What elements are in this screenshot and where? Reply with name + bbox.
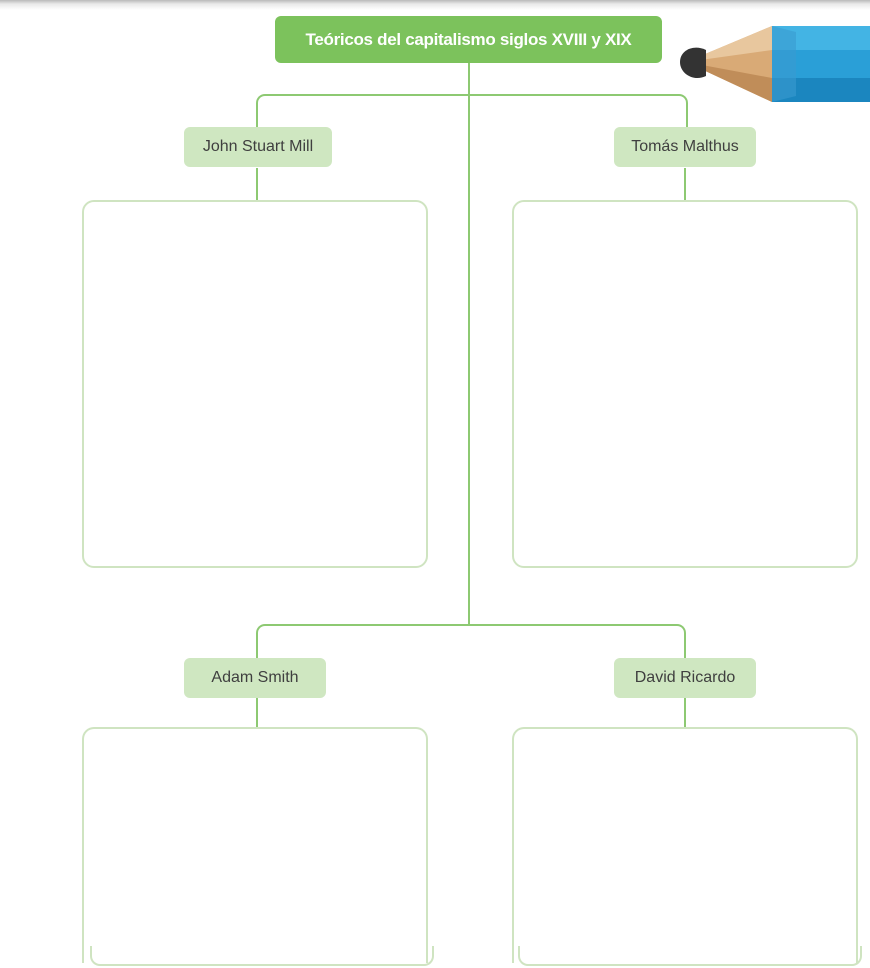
trunk-connector — [468, 63, 470, 626]
node-label-top-left: John Stuart Mill — [184, 127, 332, 167]
diagram-title: Teóricos del capitalismo siglos XVIII y … — [275, 16, 662, 63]
stem-top-right — [684, 168, 686, 200]
answer-box-top-left[interactable] — [82, 200, 428, 568]
stem-top-left — [256, 168, 258, 200]
answer-box-bottom-left[interactable] — [82, 727, 428, 963]
bottom-branch-left — [256, 624, 470, 662]
answer-box-top-right[interactable] — [512, 200, 858, 568]
stem-bottom-right — [684, 698, 686, 728]
box-bottom-edge-right — [518, 946, 862, 966]
box-bottom-edge-left — [90, 946, 434, 966]
node-label-top-right: Tomás Malthus — [614, 127, 756, 167]
node-label-bottom-right: David Ricardo — [614, 658, 756, 698]
pencil-icon — [680, 26, 870, 102]
top-edge-shadow — [0, 0, 870, 10]
top-branch-right — [470, 94, 688, 128]
bottom-branch-right — [470, 624, 686, 662]
node-label-bottom-left: Adam Smith — [184, 658, 326, 698]
answer-box-bottom-right[interactable] — [512, 727, 858, 963]
top-branch-left — [256, 94, 470, 128]
stem-bottom-left — [256, 698, 258, 728]
